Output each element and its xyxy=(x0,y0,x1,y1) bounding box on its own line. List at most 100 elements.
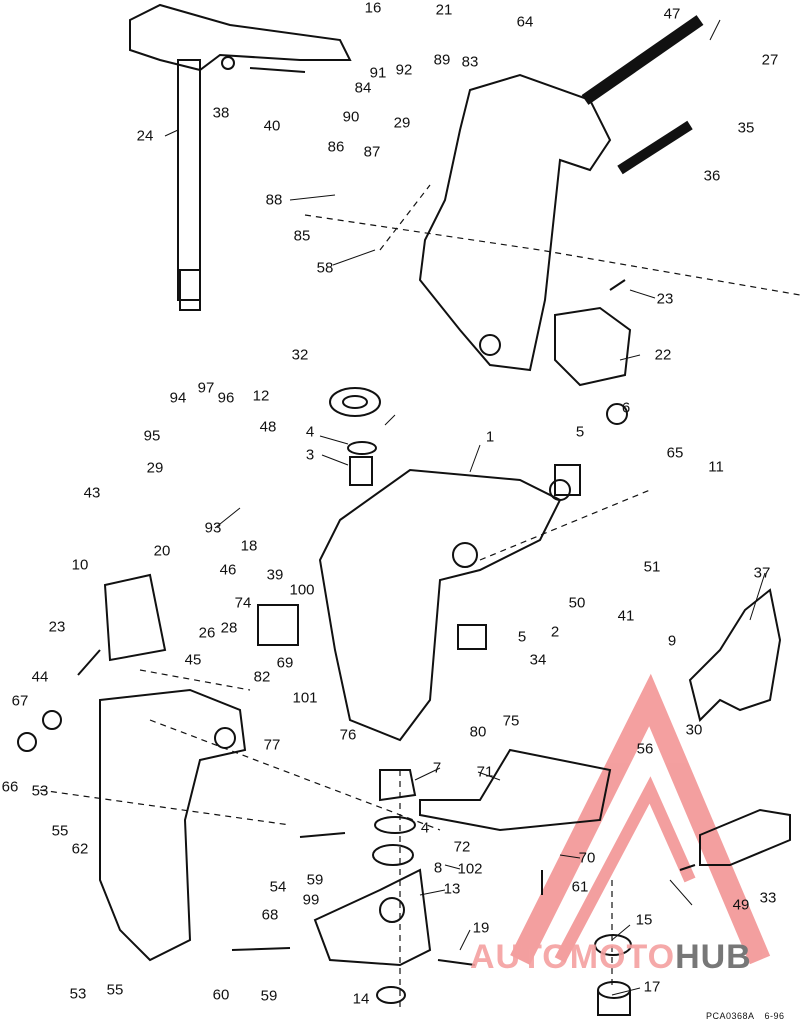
part-number-label: 84 xyxy=(354,79,372,97)
part-number-label: 88 xyxy=(265,191,283,209)
part-number-label: 33 xyxy=(759,889,777,907)
part-number-label: 59 xyxy=(306,871,324,889)
part-number-label: 14 xyxy=(352,990,370,1008)
part-number-label: 86 xyxy=(327,138,345,156)
part-number-label: 53 xyxy=(31,782,49,800)
bushing-part xyxy=(379,769,417,802)
swivel-bracket-part xyxy=(418,15,704,372)
stern-bracket-part xyxy=(318,468,571,742)
part-number-label: 83 xyxy=(461,53,479,71)
part-number-label: 41 xyxy=(617,607,635,625)
part-number-label: 26 xyxy=(198,624,216,642)
part-number-label: 64 xyxy=(516,13,534,31)
part-number-label: 49 xyxy=(732,896,750,914)
part-number-label: 37 xyxy=(753,564,771,582)
part-number-label: 48 xyxy=(259,418,277,436)
part-number-label: 75 xyxy=(502,712,520,730)
part-number-label: 68 xyxy=(261,906,279,924)
part-number-label: 38 xyxy=(212,104,230,122)
part-number-label: 80 xyxy=(469,723,487,741)
part-number-label: 50 xyxy=(568,594,586,612)
part-number-label: 59 xyxy=(260,987,278,1005)
part-number-label: 11 xyxy=(708,458,724,476)
part-number-label: 70 xyxy=(578,849,596,867)
part-number-label: 10 xyxy=(71,556,89,574)
part-number-label: 47 xyxy=(663,5,681,23)
part-number-label: 94 xyxy=(169,389,187,407)
part-number-label: 39 xyxy=(266,566,284,584)
part-number-label: 87 xyxy=(363,143,381,161)
part-number-label: 5 xyxy=(517,628,527,646)
part-number-label: 4 xyxy=(305,423,315,441)
bushing-part xyxy=(554,464,581,496)
part-number-label: 23 xyxy=(656,290,674,308)
part-number-label: 46 xyxy=(219,561,237,579)
part-number-label: 51 xyxy=(643,558,661,576)
watermark: AUTOMOTOHUB xyxy=(470,940,752,974)
part-number-label: 82 xyxy=(253,668,271,686)
part-number-label: 44 xyxy=(31,668,49,686)
part-number-label: 60 xyxy=(212,986,230,1004)
washer-part xyxy=(329,387,381,417)
part-number-label: 85 xyxy=(293,227,311,245)
part-number-label: 54 xyxy=(269,878,287,896)
part-number-label: 16 xyxy=(364,0,382,17)
part-number-label: 12 xyxy=(252,387,270,405)
part-number-label: 45 xyxy=(184,651,202,669)
part-number-label: 9 xyxy=(667,632,677,650)
part-number-label: 22 xyxy=(654,346,672,364)
part-number-label: 23 xyxy=(48,618,66,636)
part-number-label: 29 xyxy=(393,114,411,132)
part-number-label: 99 xyxy=(302,891,320,909)
part-number-label: 17 xyxy=(643,978,661,996)
part-number-label: 71 xyxy=(476,763,494,781)
part-number-label: 66 xyxy=(1,778,19,796)
part-number-label: 62 xyxy=(71,840,89,858)
assembly-lines xyxy=(39,184,800,1010)
reference-code: PCA0368A xyxy=(706,1011,755,1021)
watermark-logo xyxy=(510,673,771,965)
part-number-label: 90 xyxy=(342,108,360,126)
part-number-label: 6 xyxy=(621,399,631,417)
part-number-label: 97 xyxy=(197,379,215,397)
part-number-label: 13 xyxy=(443,880,461,898)
part-number-label: 69 xyxy=(276,654,294,672)
part-number-label: 30 xyxy=(685,721,703,739)
tilt-lever-part xyxy=(688,588,782,722)
part-number-label: 61 xyxy=(571,878,589,896)
watermark-text-accent: AUTOMOTO xyxy=(470,938,676,976)
part-number-label: 55 xyxy=(51,822,69,840)
watermark-text: HUB xyxy=(675,938,752,976)
part-number-label: 43 xyxy=(83,484,101,502)
housing-part xyxy=(313,868,432,967)
leader-lines xyxy=(164,19,766,996)
part-number-label: 92 xyxy=(395,61,413,79)
part-number-label: 89 xyxy=(433,51,451,69)
part-number-label: 2 xyxy=(550,623,560,641)
clamp-bracket-part xyxy=(99,688,247,962)
part-number-label: 28 xyxy=(220,619,238,637)
bracket-arm-part xyxy=(419,748,612,832)
steering-arm-part xyxy=(129,3,352,311)
part-number-label: 101 xyxy=(292,689,318,707)
part-number-label: 18 xyxy=(240,537,258,555)
part-number-label: 95 xyxy=(143,427,161,445)
part-number-label: 35 xyxy=(737,119,755,137)
plate-part xyxy=(103,573,167,662)
part-number-label: 20 xyxy=(153,542,171,560)
part-number-label: 56 xyxy=(636,740,654,758)
part-number-label: 65 xyxy=(666,444,684,462)
part-number-label: 91 xyxy=(369,64,387,82)
part-number-label: 102 xyxy=(457,860,483,878)
part-number-label: 55 xyxy=(106,981,124,999)
part-number-label: 15 xyxy=(635,911,653,929)
part-number-label: 3 xyxy=(305,446,315,464)
cam-part xyxy=(257,604,299,646)
part-number-label: 36 xyxy=(703,167,721,185)
part-number-label: 40 xyxy=(263,117,281,135)
part-number-label: 67 xyxy=(11,692,29,710)
part-number-label: 29 xyxy=(146,459,164,477)
